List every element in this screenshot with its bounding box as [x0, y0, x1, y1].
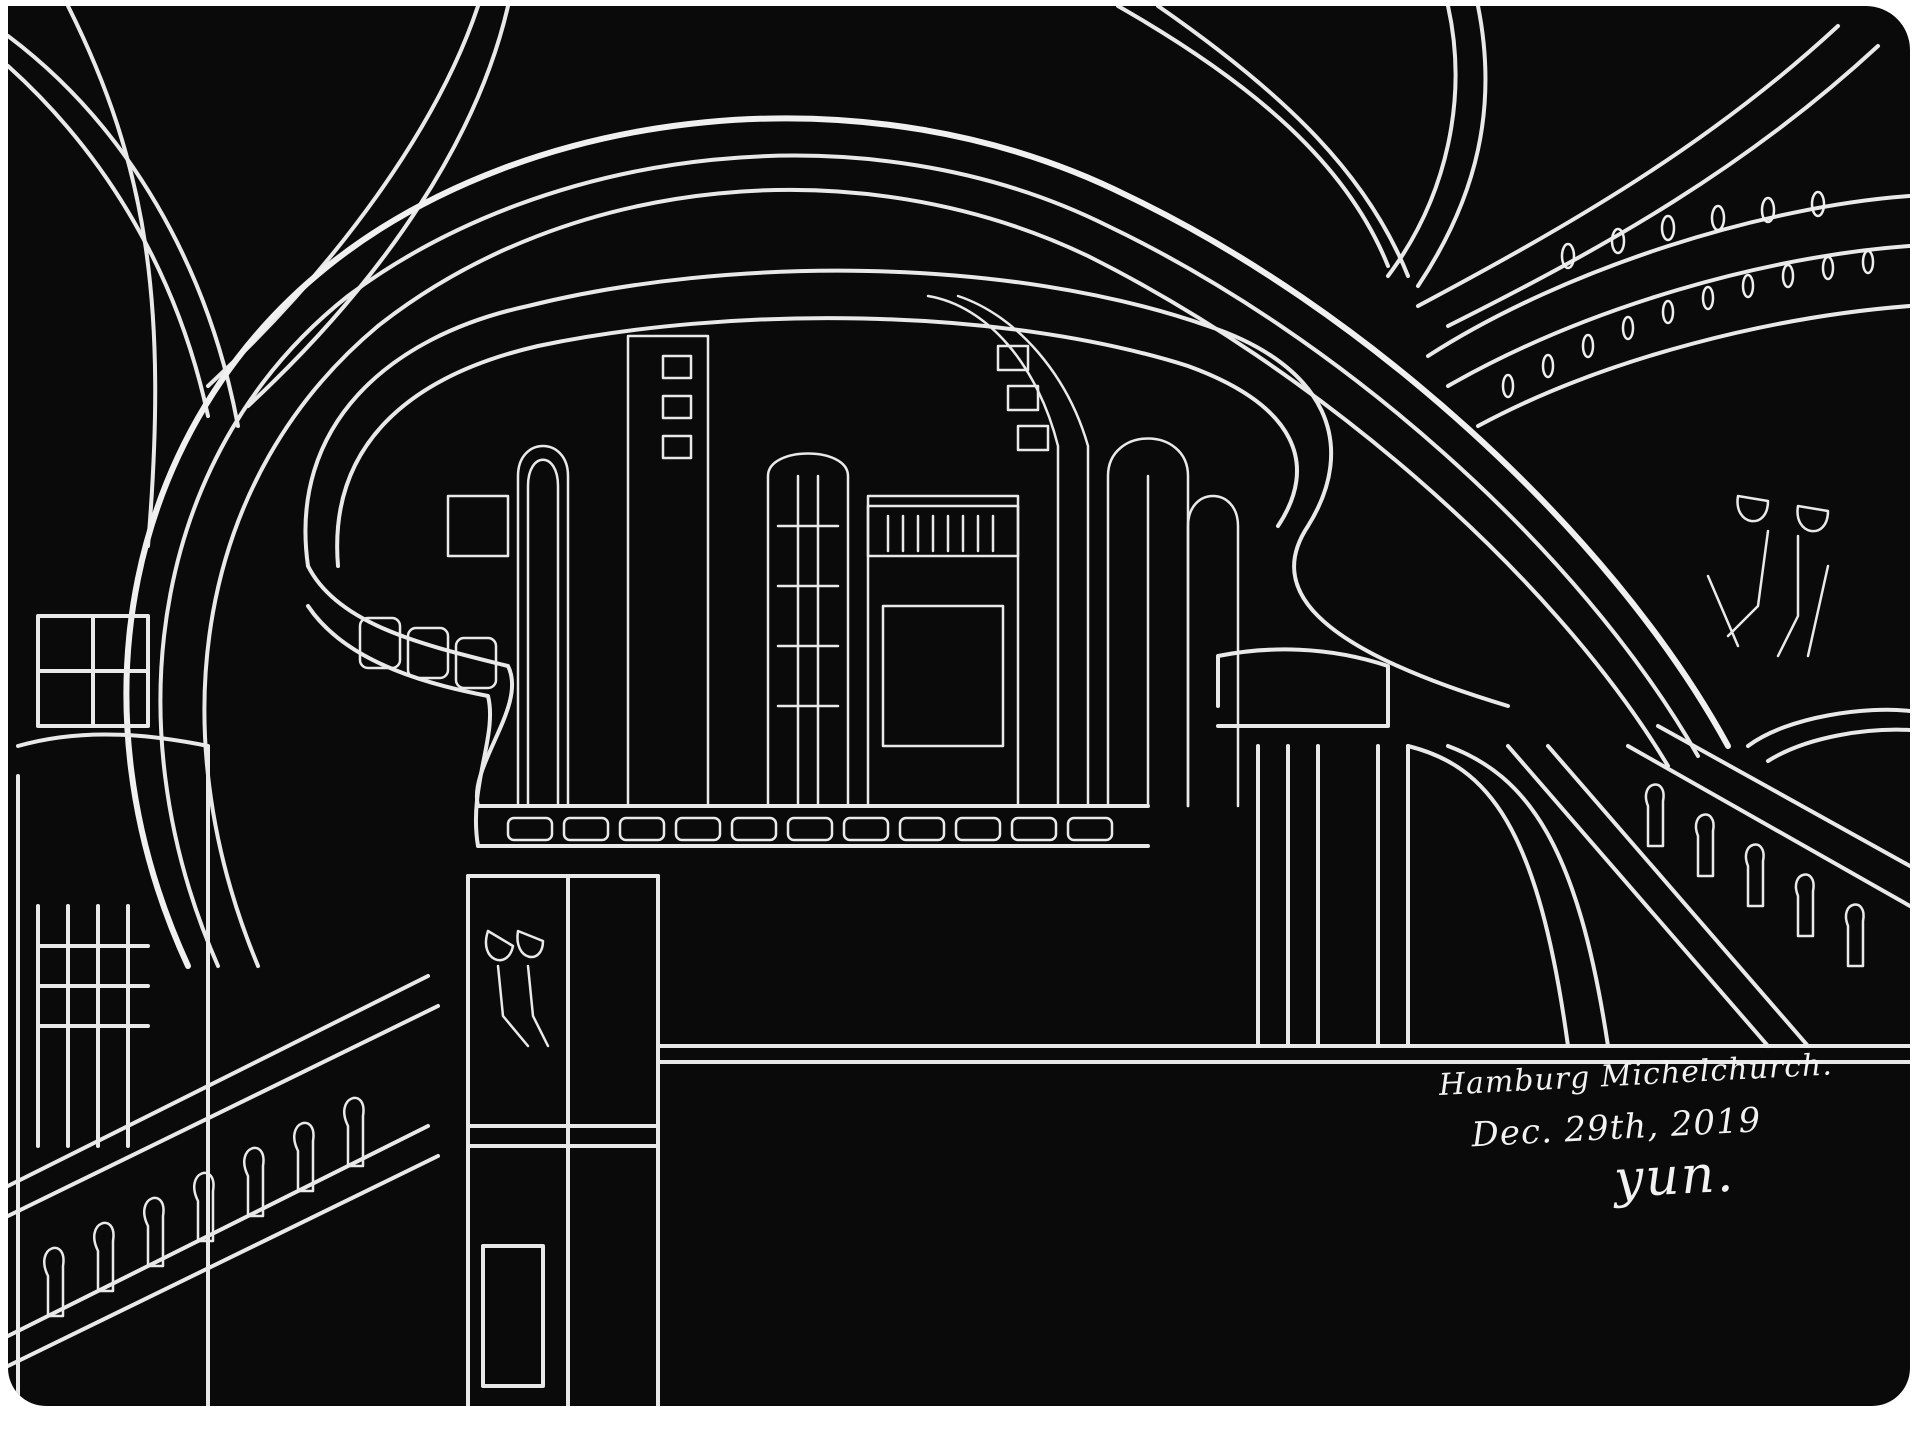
wall-sconce-left: [484, 929, 550, 1048]
gallery-oval-outer: [303, 268, 1510, 708]
right-ring-outer: [1426, 194, 1910, 358]
great-arch-mid: [158, 153, 1700, 968]
right-balcony: [1216, 647, 1910, 1048]
nave-windows: [516, 294, 1240, 808]
vault-rib-top-right-1: [1116, 6, 1390, 268]
vault-rib-top-right-6: [1446, 44, 1880, 328]
chandelier: [1706, 494, 1830, 658]
right-dome-arch: [1746, 707, 1910, 748]
vault-rib-top-right-5: [1416, 24, 1840, 308]
gallery-oval-inner: [335, 316, 1300, 568]
vault-rib-center-left-inner: [246, 6, 510, 408]
vault-rib-left-outer: [8, 34, 240, 428]
right-ring-mid: [1446, 244, 1910, 388]
vault-rib-top-right-4: [1416, 6, 1488, 288]
balcony-panels: [358, 616, 1114, 842]
right-stair-balusters: [1644, 783, 1865, 968]
right-ring-ovals: [1501, 190, 1875, 399]
left-wing: [8, 614, 440, 1406]
right-dome-arch-inner: [1766, 727, 1910, 763]
vault-rib-top-right-2: [1156, 6, 1410, 278]
gallery-balcony-curve-low: [306, 604, 1150, 848]
great-arch-outer: [123, 115, 1731, 969]
central-pier: [466, 874, 660, 1406]
nave-balustrade: [446, 494, 1020, 558]
gallery-balcony-curve: [306, 564, 1150, 808]
vault-rib-top-right-3: [1386, 6, 1458, 278]
drawing-card: Hamburg Michelchurch. Dec. 29th, 2019 yu…: [8, 6, 1910, 1406]
left-stair-balusters: [42, 1096, 365, 1318]
right-ring-inner: [1476, 304, 1910, 428]
vault-rib-left-lower: [66, 6, 158, 548]
vault-rib-left-inner: [8, 64, 210, 418]
church-interior-drawing: [8, 6, 1910, 1406]
artist-inscription: Hamburg Michelchurch. Dec. 29th, 2019 yu…: [1438, 1046, 1865, 1219]
great-arch-inner: [202, 187, 1670, 968]
